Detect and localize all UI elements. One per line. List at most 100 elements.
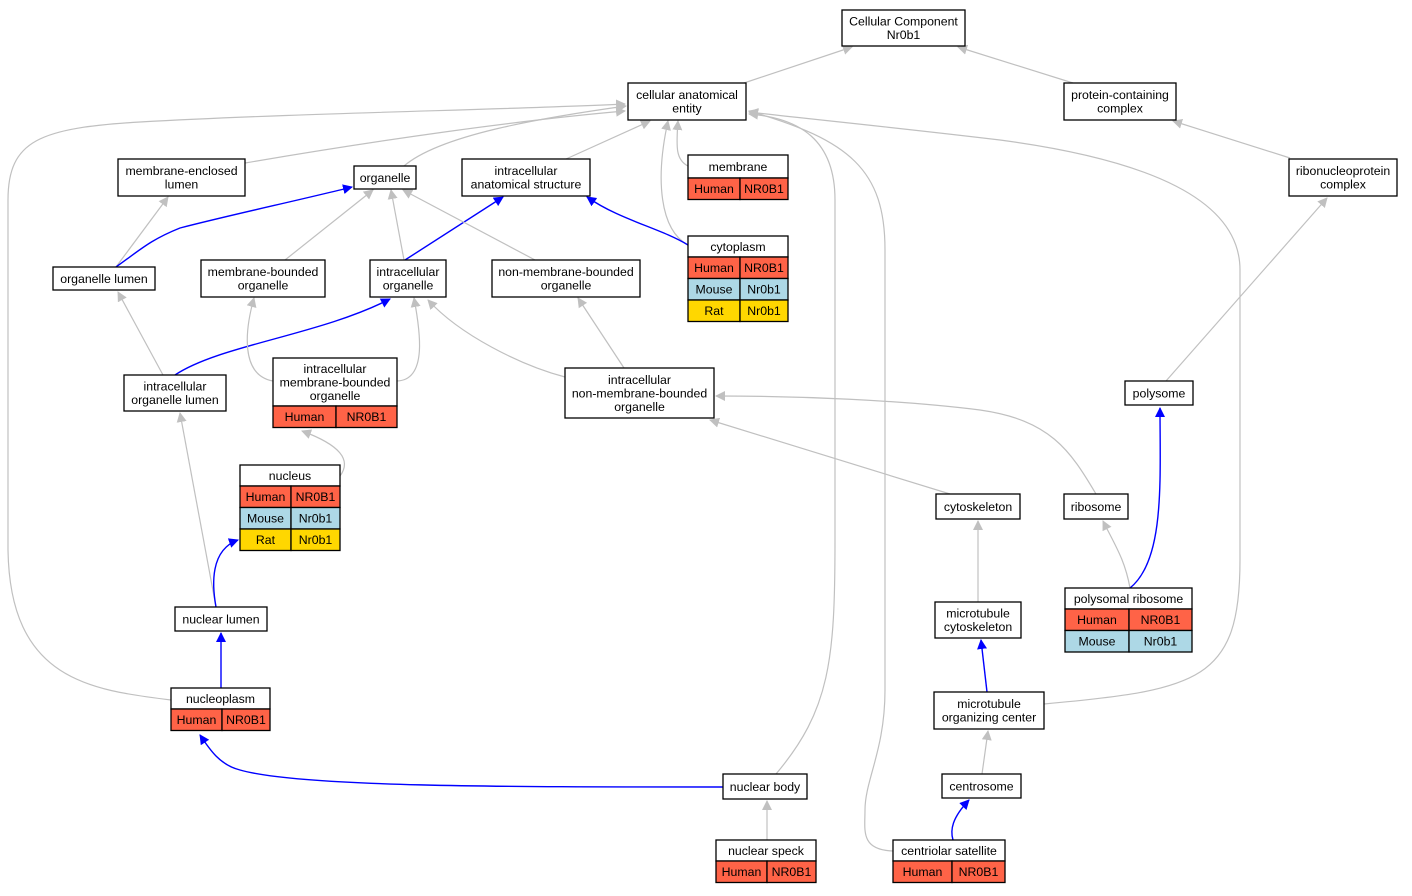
node-organelle[interactable]: organelle [353,165,417,190]
node-label-line: membrane-bounded [208,265,319,279]
node-polysome[interactable]: polysome [1124,380,1194,406]
species-label: Mouse [247,512,284,526]
node-label-line: lumen [165,178,199,192]
node-label-box [1063,82,1177,121]
edge-nucleoplasm-to-cellular-anatomical-entity [7,99,626,701]
edge-membrane-enclosed-lumen-to-cellular-anatomical-entity [244,106,626,164]
node-label-box [933,691,1045,730]
node-label-line: complex [1097,102,1144,116]
edge-polysome-to-ribonucleoprotein-complex [1165,197,1328,382]
node-label-box [200,259,326,298]
node-label-line: organelle [541,279,592,293]
gene-label: Nr0b1 [747,283,781,297]
node-centrosome[interactable]: centrosome [941,773,1022,799]
node-ribosome[interactable]: ribosome [1063,493,1129,520]
edge-membrane-to-cellular-anatomical-entity [672,120,689,167]
node-cytoskeleton[interactable]: cytoskeleton [935,493,1021,520]
node-label-line: ribonucleoprotein [1296,164,1391,178]
species-label: Human [1077,613,1117,627]
edge-intracellular-membrane-bounded-organelle-to-intracellular-organelle [396,297,421,382]
gene-label: Nr0b1 [299,533,333,547]
gene-label: NR0B1 [744,182,784,196]
node-nuclear-body[interactable]: nuclear body [722,773,808,800]
node-label-box [627,82,747,121]
gene-cell [290,528,341,552]
node-label-box [941,773,1022,799]
node-intracellular-membrane-bounded-organelle[interactable]: intracellularmembrane-boundedorganelleHu… [272,357,398,429]
node-nuclear-lumen[interactable]: nuclear lumen [174,606,268,632]
node-label-line: polysomal ribosome [1074,592,1184,606]
edge-nuclear-lumen-to-intracellular-organelle-lumen [176,412,217,608]
edges-layer [7,44,1328,852]
node-label-line: polysome [1133,386,1186,400]
node-organelle-lumen[interactable]: organelle lumen [52,266,156,291]
species-label: Human [694,261,734,275]
node-label-line: cytoskeleton [944,620,1013,634]
node-label-box [369,259,447,298]
edge-intracellular-organelle-lumen-to-intracellular-organelle [174,298,391,376]
edge-cytoskeleton-to-intracellular-non-membrane-bounded-organelle [709,417,951,495]
node-label-line: cytoskeleton [944,500,1013,514]
edge-intracellular-organelle-to-organelle [387,189,405,261]
edge-intracellular-organelle-lumen-to-organelle-lumen [117,291,164,376]
node-label-line: organelle lumen [131,393,219,407]
node-label-box [1288,158,1398,197]
node-label-box [564,367,715,419]
edge-organelle-to-cellular-anatomical-entity [403,102,627,167]
edge-centriolar-satellite-to-centrosome [951,799,970,841]
node-label-line: intracellular [377,265,440,279]
edge-cytoplasm-to-intracellular-anatomical-structure [586,196,689,246]
edge-polysomal-ribosome-to-ribosome [1102,520,1131,589]
gene-cell [739,299,789,323]
node-label-line: nuclear lumen [182,612,259,626]
node-label-line: centrosome [949,779,1013,793]
node-label-line: cytoplasm [710,240,765,254]
edge-cytoplasm-to-cellular-anatomical-entity [660,120,689,246]
edge-microtubule-organizing-center-to-microtubule-cytoskeleton [977,639,988,693]
node-label-line: non-membrane-bounded [498,265,634,279]
node-intracellular-non-membrane-bounded-organelle[interactable]: intracellularnon-membrane-boundedorganel… [564,367,715,419]
node-label-line: anatomical structure [471,178,582,192]
gene-cell [1128,629,1193,653]
node-label-line: nucleoplasm [186,692,255,706]
node-label-box [117,158,246,197]
gene-label: NR0B1 [744,261,784,275]
gene-label: Nr0b1 [1144,635,1178,649]
species-label: Human [694,182,734,196]
node-label-line: microtubule [946,607,1010,621]
edge-nuclear-lumen-to-nucleus [212,538,239,608]
species-label: Rat [704,304,724,318]
gene-label: NR0B1 [226,713,266,727]
node-label-box [935,493,1021,520]
node-label-box [353,165,417,190]
edge-intracellular-anatomical-structure-to-cellular-anatomical-entity [565,120,651,160]
node-label-line: protein-containing [1071,88,1169,102]
gene-label: NR0B1 [296,490,336,504]
node-label-box [52,266,156,291]
edge-polysomal-ribosome-to-polysome [1129,407,1166,589]
edge-microtubule-organizing-center-to-cellular-anatomical-entity [748,108,1241,705]
node-label-line: ribosome [1071,500,1122,514]
node-label-line: organelle [360,171,411,185]
